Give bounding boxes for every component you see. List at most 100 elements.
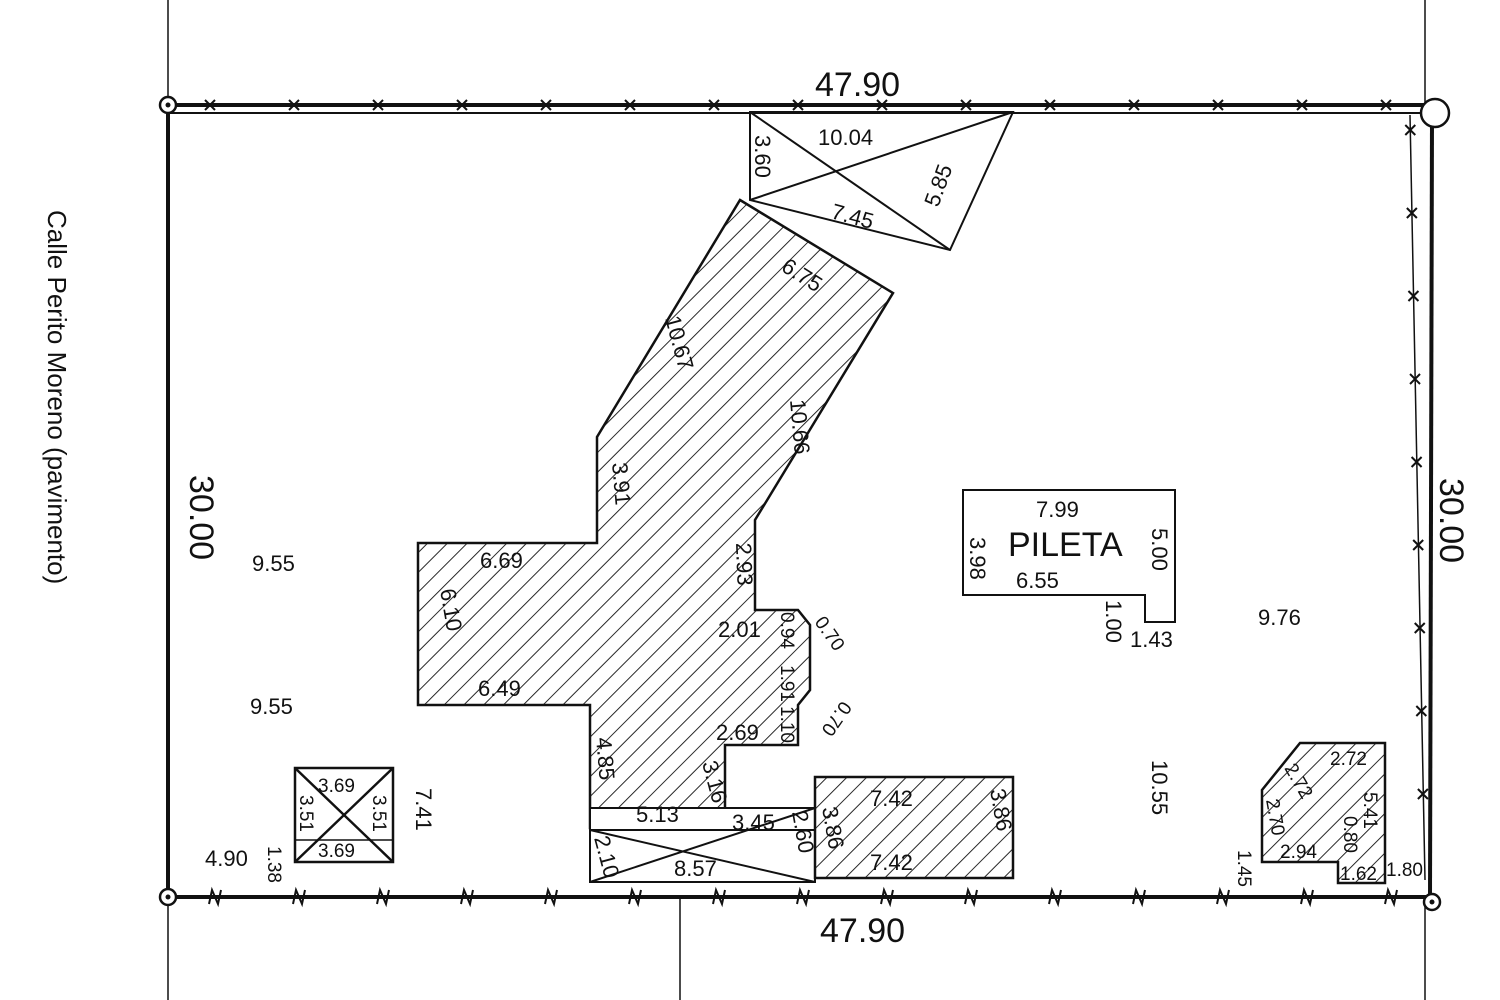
fence-mark bbox=[456, 99, 468, 111]
fence-mark bbox=[1409, 373, 1421, 385]
fence-mark bbox=[1384, 886, 1398, 908]
shed-bottom: 3.69 bbox=[318, 841, 355, 862]
corner-markers bbox=[158, 95, 1451, 912]
lot-top-dim: 47.90 bbox=[815, 66, 900, 104]
fence-mark bbox=[1417, 788, 1429, 800]
east-bottom: 7.42 bbox=[870, 850, 913, 875]
pool bbox=[962, 489, 1176, 623]
pool-top: 7.99 bbox=[1036, 497, 1079, 522]
corner-edge: 1.80 bbox=[1386, 860, 1423, 881]
fence-mark bbox=[1412, 539, 1424, 551]
dim-label: 0.70 bbox=[817, 697, 855, 739]
dim-label: 4.85 bbox=[591, 736, 620, 781]
fence-mark bbox=[372, 99, 384, 111]
setback-right: 9.76 bbox=[1258, 605, 1301, 630]
dim-label: 5.13 bbox=[636, 802, 679, 827]
extension-lines bbox=[167, 0, 1426, 1000]
top-structure bbox=[749, 111, 1015, 252]
fence-mark bbox=[628, 886, 642, 908]
fence-mark bbox=[1415, 705, 1428, 717]
fence-mark bbox=[1044, 99, 1056, 111]
setback-left-bottom: 4.90 bbox=[205, 846, 248, 871]
dim-label: 10.66 bbox=[785, 398, 815, 455]
dim-label: 6.69 bbox=[480, 548, 523, 573]
fence-mark bbox=[1296, 99, 1308, 111]
shed-right: 3.51 bbox=[368, 795, 389, 832]
setback-left-gap: 1.38 bbox=[263, 846, 284, 883]
dim-label: 1.91 bbox=[776, 665, 797, 702]
dim-label: 0.94 bbox=[776, 612, 797, 649]
pool-notch-w: 1.43 bbox=[1130, 627, 1173, 652]
fence-mark bbox=[1407, 290, 1420, 302]
dim-label: 2.69 bbox=[716, 720, 759, 745]
lot-right-dim: 30.00 bbox=[1432, 478, 1470, 563]
fence-mark bbox=[208, 886, 222, 908]
fence-mark bbox=[960, 99, 972, 111]
fence-mark bbox=[376, 886, 390, 908]
setback-right-gap: 1.45 bbox=[1233, 850, 1254, 887]
fence-mark bbox=[964, 886, 978, 908]
setback-left-lower: 9.55 bbox=[250, 694, 293, 719]
fence-mark bbox=[880, 886, 894, 908]
small-shed bbox=[293, 766, 395, 864]
fence-mark bbox=[540, 99, 552, 111]
fence-mark bbox=[1414, 622, 1426, 634]
corner-foot: 1.62 bbox=[1340, 864, 1377, 885]
shed-left: 3.51 bbox=[295, 795, 316, 832]
fence-mark bbox=[1128, 99, 1140, 111]
pool-notch-h: 1.00 bbox=[1101, 600, 1126, 643]
fence-mark bbox=[1048, 886, 1062, 908]
lot-left-dim: 30.00 bbox=[182, 475, 220, 560]
pool-bottom: 6.55 bbox=[1016, 568, 1059, 593]
pool-right: 5.00 bbox=[1147, 528, 1172, 571]
fence-mark bbox=[712, 886, 726, 908]
lot-bottom-dim: 47.90 bbox=[820, 912, 905, 950]
fence-mark bbox=[1380, 99, 1392, 111]
fence-mark bbox=[288, 99, 300, 111]
fence-mark bbox=[1410, 456, 1423, 468]
fence-marks bbox=[204, 99, 1429, 908]
east-building bbox=[813, 775, 1015, 880]
top-block-top: 10.04 bbox=[818, 125, 873, 150]
setback-shed-side: 7.41 bbox=[411, 788, 436, 831]
pool-label: PILETA bbox=[1008, 526, 1123, 564]
setback-left-upper: 9.55 bbox=[252, 551, 295, 576]
fence-mark bbox=[1212, 99, 1224, 111]
fence-mark bbox=[796, 886, 810, 908]
dim-label: 2.93 bbox=[731, 542, 757, 586]
dim-label: 2.01 bbox=[718, 617, 761, 642]
fence-mark bbox=[544, 886, 558, 908]
corner-top: 2.72 bbox=[1330, 749, 1367, 770]
dim-label: 6.49 bbox=[478, 676, 521, 701]
pool-left: 3.98 bbox=[965, 537, 990, 580]
corner-building bbox=[1260, 741, 1387, 885]
fence-mark bbox=[1300, 886, 1314, 908]
street-label: Calle Perito Moreno (pavimento) bbox=[42, 210, 72, 584]
fence-mark bbox=[876, 99, 888, 111]
fence-mark bbox=[1216, 886, 1230, 908]
east-top: 7.42 bbox=[870, 786, 913, 811]
fence-mark bbox=[1404, 124, 1416, 136]
fence-mark bbox=[204, 99, 216, 111]
fence-mark bbox=[1132, 886, 1146, 908]
fence-mark bbox=[624, 99, 636, 111]
fence-mark bbox=[1406, 207, 1418, 219]
dim-label: 0.70 bbox=[810, 613, 848, 655]
bottom-block-bottom: 8.57 bbox=[674, 856, 717, 881]
corner-right: 5.41 bbox=[1359, 792, 1380, 829]
bottom-structure bbox=[589, 807, 816, 883]
fence-mark bbox=[460, 886, 474, 908]
top-block-left: 3.60 bbox=[750, 135, 775, 178]
corner-bottom: 2.94 bbox=[1280, 842, 1317, 863]
fence-mark bbox=[292, 886, 306, 908]
setback-bottom-mid: 10.55 bbox=[1147, 760, 1172, 815]
top-block-right: 5.85 bbox=[919, 161, 957, 210]
dim-label: 1.10 bbox=[776, 706, 797, 743]
corner-inner: 0.80 bbox=[1339, 816, 1360, 853]
main-building bbox=[416, 198, 895, 830]
top-block-bottom: 7.45 bbox=[829, 199, 877, 234]
shed-top: 3.69 bbox=[318, 776, 355, 797]
fence-mark bbox=[708, 99, 720, 111]
fence-mark bbox=[792, 99, 804, 111]
